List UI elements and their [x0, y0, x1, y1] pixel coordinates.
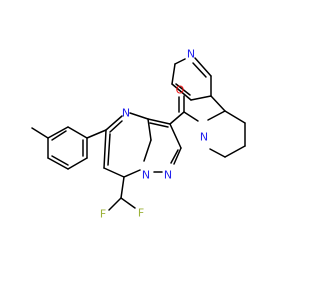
atom-label-f2: F — [138, 207, 144, 220]
bond-py-5-inner — [192, 62, 207, 78]
bond-pyr-1 — [105, 115, 123, 131]
bond-pyr-7-inner — [107, 133, 111, 166]
bond-pip-2 — [224, 110, 246, 124]
bond-tolyl-2-inner — [51, 155, 69, 166]
bond-py-2 — [171, 83, 192, 101]
bond-pz-2 — [169, 123, 182, 149]
bond-py-4 — [174, 58, 186, 65]
bond-methyl — [31, 127, 49, 139]
atom-label-n5: N — [164, 169, 172, 182]
bond-py-2-inner — [175, 83, 191, 96]
bond-pz-3 — [173, 147, 182, 165]
bond-pz-1 — [147, 118, 171, 125]
bond-pyr-5 — [123, 169, 141, 178]
bond-py-1 — [190, 95, 212, 101]
bond-tolyl-6 — [47, 126, 69, 139]
bond-pyr-4 — [143, 139, 152, 162]
bond-py-5 — [194, 57, 212, 77]
atom-label-n2: N — [122, 107, 130, 120]
bond-pyr-1-inner — [109, 120, 123, 133]
bond-pz-3-inner — [170, 149, 179, 164]
atom-label-o1: O — [176, 84, 185, 97]
bond-layer — [31, 57, 246, 211]
bond-tolyl-6-inner — [51, 130, 67, 141]
bond-c-n-amide — [183, 111, 199, 122]
bond-c-f1 — [108, 197, 122, 211]
bond-pyr-7 — [103, 129, 107, 169]
bond-tolyl-5 — [67, 126, 88, 139]
bond-carbonyl-link — [169, 111, 185, 125]
atom-label-n4: N — [142, 169, 150, 182]
atom-label-layer: N O N N N N F F — [100, 48, 208, 221]
bond-tolyl-pyrimidine — [86, 129, 107, 139]
atom-label-f1: F — [100, 208, 106, 221]
atom-label-n3: N — [200, 131, 208, 144]
bond-tolyl-2 — [47, 157, 69, 170]
bond-c-f2 — [120, 197, 136, 209]
bond-pip-1 — [207, 110, 226, 121]
bond-pz-1-inner — [149, 122, 169, 128]
bond-pyr-3 — [147, 118, 152, 141]
bond-pyr-2 — [129, 112, 149, 120]
bond-pip-5 — [209, 148, 226, 158]
bond-cf2-link — [120, 176, 125, 199]
bond-pip-4 — [224, 145, 246, 158]
bond-py-3 — [171, 63, 176, 85]
bond-pyr-6 — [103, 167, 125, 178]
atom-label-n1: N — [187, 48, 195, 61]
bond-tolyl-3 — [67, 157, 88, 170]
molecule-structure-diagram: N O N N N N F F — [31, 48, 246, 221]
bond-pip-pyridine — [210, 95, 226, 112]
